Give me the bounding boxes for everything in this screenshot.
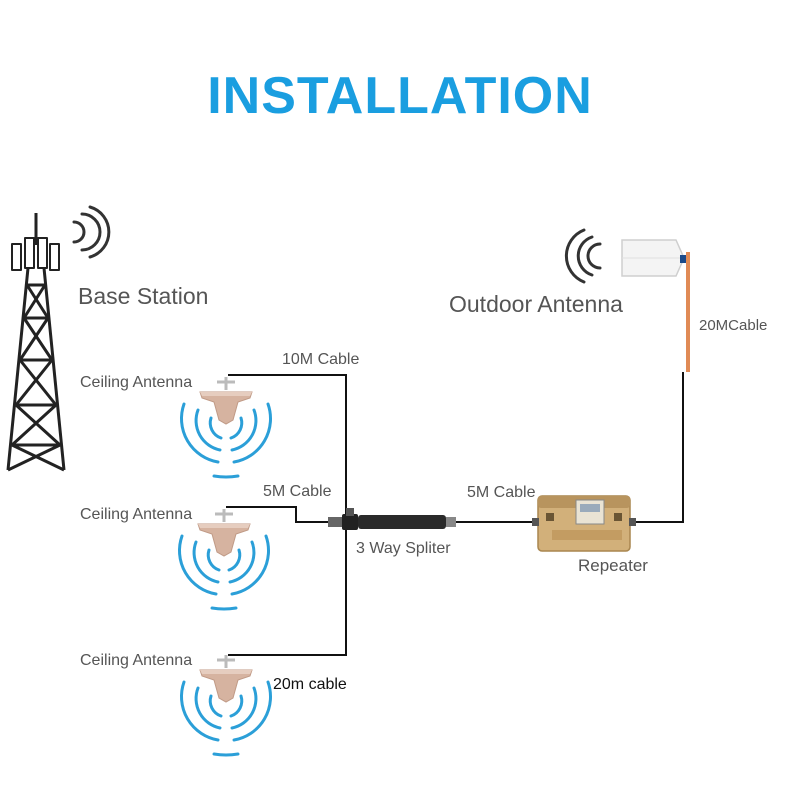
ceiling-antenna-icon (179, 375, 273, 479)
cell-tower-icon (6, 213, 66, 472)
splitter-icon (328, 508, 456, 530)
panel-antenna-icon (621, 239, 690, 372)
signal-waves-icon (72, 205, 111, 259)
base-station-label: Base Station (78, 283, 209, 309)
repeater-label: Repeater (578, 556, 648, 575)
outdoor-antenna-label: Outdoor Antenna (449, 291, 623, 317)
ceiling-antenna-icon (177, 507, 271, 611)
ceiling-antenna-icon (179, 653, 273, 757)
splitter-label: 3 Way Spliter (356, 540, 451, 557)
ceiling-antenna-label-3: Ceiling Antenna (80, 652, 193, 669)
cable-20m-outdoor-label: 20MCable (699, 317, 768, 334)
cable-lines (226, 372, 684, 656)
ceiling-antenna-label-1: Ceiling Antenna (80, 374, 193, 391)
page-title: INSTALLATION (207, 67, 593, 125)
ceiling-antenna-label-2: Ceiling Antenna (80, 506, 193, 523)
cable-5m-left-label: 5M Cable (263, 483, 332, 500)
cable-20m-bottom-label: 20m cable (273, 676, 347, 693)
cable-10m-label: 10M Cable (282, 351, 360, 368)
repeater-icon (532, 495, 636, 552)
cable-5m-right-label: 5M Cable (467, 484, 536, 501)
outdoor-signal-waves-icon (564, 228, 602, 284)
